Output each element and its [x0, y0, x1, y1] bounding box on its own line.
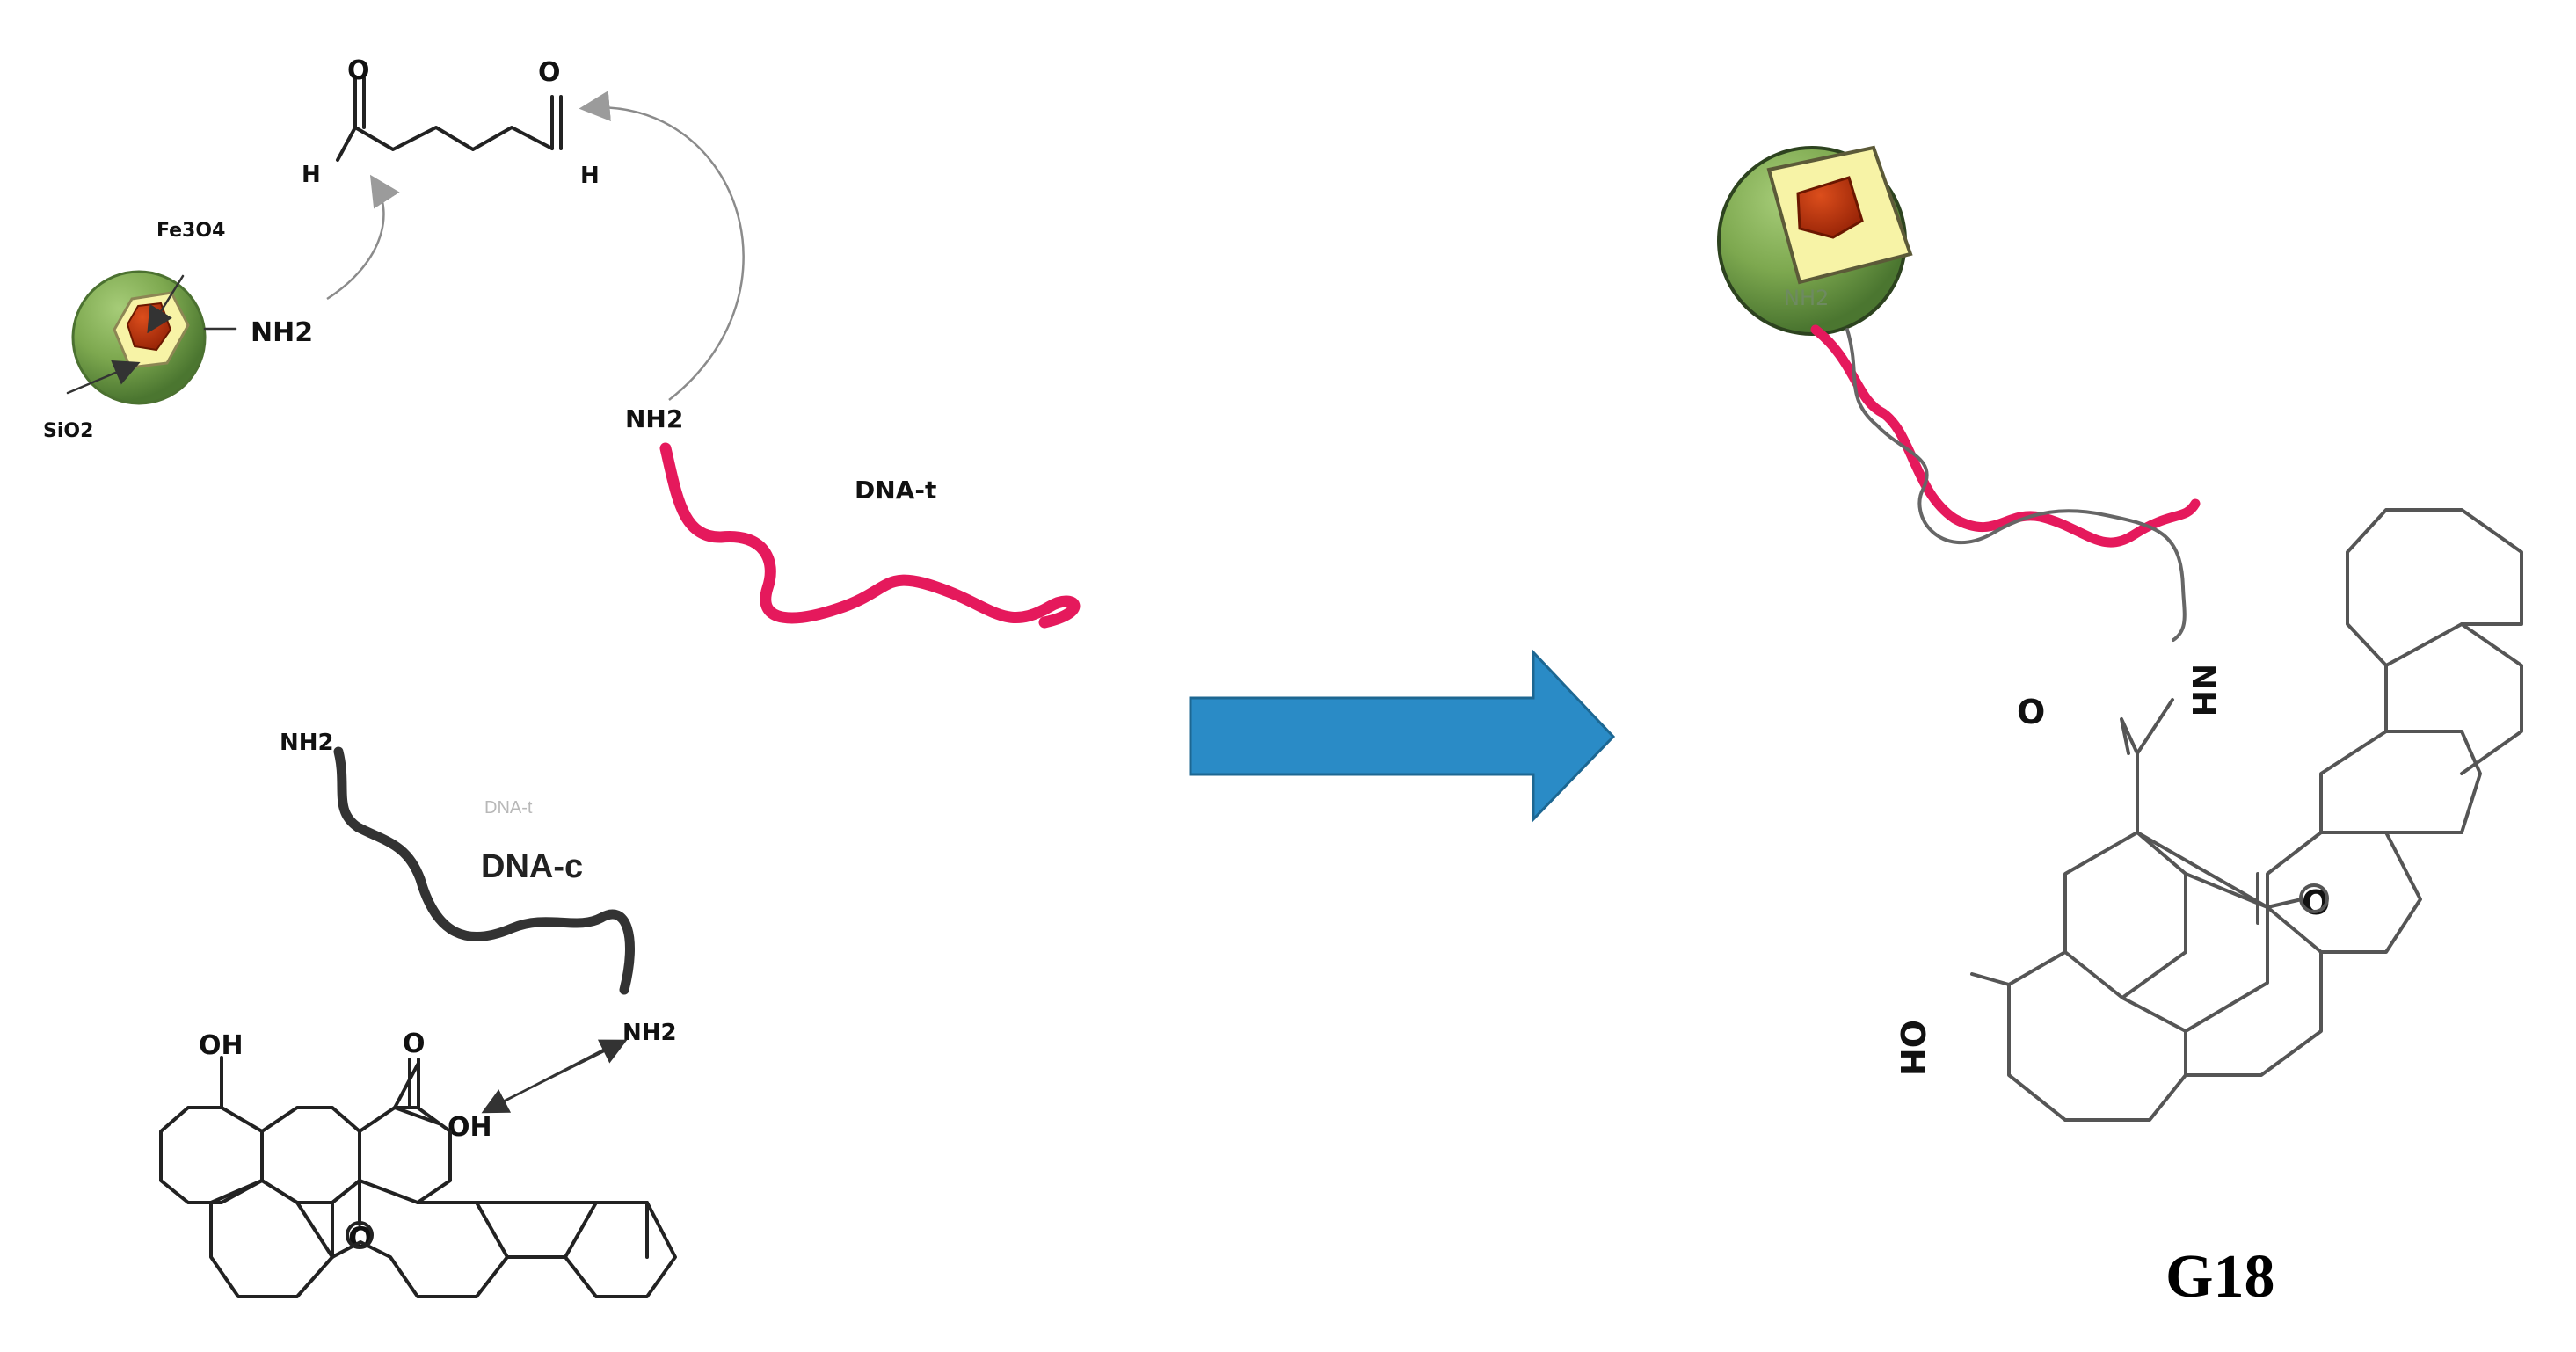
- left-polycyclic-molecule: OH O OH O: [159, 1029, 677, 1298]
- particle-to-aldehyde-arrow: [326, 174, 400, 301]
- dna-capture-ribbon: [333, 746, 635, 995]
- particle-nh2-label: NH2: [251, 317, 313, 348]
- aldehyde-o-left: O: [347, 55, 370, 86]
- fe3o4-pointer: [147, 274, 185, 334]
- right-red-core: [1796, 176, 1864, 239]
- left-carbonyl-label: O: [403, 1029, 426, 1059]
- right-polycyclic-molecule: NH O O OH: [1893, 508, 2523, 1122]
- right-particle-nh2-label: NH2: [1784, 286, 1829, 310]
- dna-to-aldehyde-arrow: [579, 91, 745, 401]
- dna-target-nh2: NH2: [625, 404, 683, 433]
- dna-capture-nh2-bottom: NH2: [622, 1020, 677, 1046]
- product-label: G18: [2165, 1243, 2274, 1311]
- right-dna-target: [1810, 324, 2201, 548]
- aldehyde-o-right: O: [538, 57, 561, 88]
- aldehyde-h-left: H: [302, 162, 321, 188]
- right-nh-label: NH: [2185, 664, 2221, 716]
- faint-dna-label: DNA-t: [484, 798, 533, 818]
- right-dna-capture: [1845, 328, 2187, 642]
- dna-capture-nh2-top: NH2: [280, 730, 334, 756]
- dna-target-ribbon: [659, 442, 1081, 629]
- hybridized-dna: [1810, 324, 2201, 642]
- right-hydroxyl-label: OH: [1893, 1020, 1932, 1076]
- reaction-arrow: [1189, 649, 1616, 823]
- sio2-pointer: [66, 360, 141, 395]
- fe3o4-label: Fe3O4: [156, 220, 225, 242]
- sio2-label: SiO2: [43, 420, 93, 442]
- dna-target-strand: NH2 DNA-t: [625, 404, 1081, 629]
- right-carbonyl-label: O: [2017, 693, 2045, 731]
- left-acid-oh-label: OH: [448, 1112, 492, 1143]
- dna-target-label: DNA-t: [855, 476, 936, 505]
- dna-capture-pointer-up: [496, 1039, 628, 1106]
- dna-capture-strand: NH2 DNA-t DNA-c NH2: [280, 730, 677, 1114]
- glutaraldehyde-structure: O O H H: [302, 55, 600, 189]
- aldehyde-h-right: H: [580, 163, 600, 189]
- dna-capture-label: DNA-c: [481, 848, 583, 885]
- magnetic-nanoparticle-right: NH2: [1717, 145, 1913, 336]
- magnetic-nanoparticle-left: Fe3O4 SiO2 NH2: [43, 220, 313, 442]
